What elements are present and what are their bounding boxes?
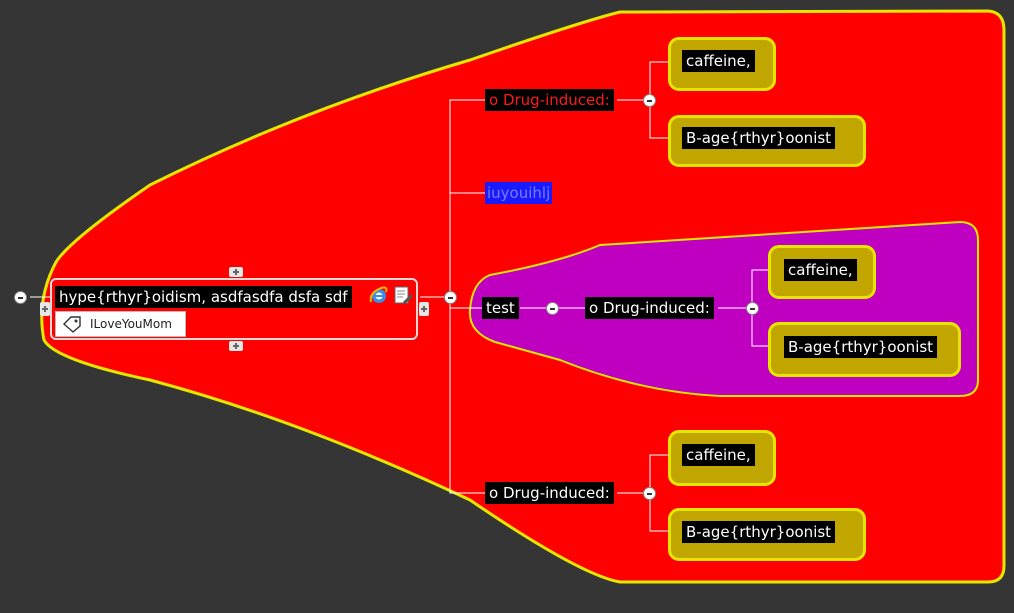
collapse-drug-1-button[interactable]: [643, 94, 656, 107]
internet-explorer-icon[interactable]: [369, 285, 389, 305]
add-topic-right-handle[interactable]: [419, 302, 429, 316]
topic-caffeine-inner[interactable]: caffeine,: [784, 259, 857, 281]
collapse-left-button[interactable]: [14, 291, 27, 304]
collapse-test-button[interactable]: [546, 302, 559, 315]
label-box[interactable]: ILoveYouMom: [55, 311, 186, 337]
topic-b-agonist-2[interactable]: B-age{rthyr}oonist: [682, 521, 836, 543]
topic-b-agonist-1[interactable]: B-age{rthyr}oonist: [682, 127, 836, 149]
topic-drug-induced-1[interactable]: o Drug-induced:: [485, 89, 614, 111]
label-text: ILoveYouMom: [90, 317, 172, 331]
topic-b-agonist-inner[interactable]: B-age{rthyr}oonist: [784, 336, 938, 358]
collapse-main-button[interactable]: [444, 291, 457, 304]
note-edit-icon[interactable]: [393, 285, 413, 305]
tag-icon: [62, 316, 81, 333]
central-topic-title[interactable]: hype{rthyr}oidism, asdfasdfa dsfa sdf: [55, 286, 352, 308]
add-topic-bottom-handle[interactable]: [229, 341, 243, 351]
topic-drug-induced-2[interactable]: o Drug-induced:: [485, 482, 614, 504]
collapse-drug-2-button[interactable]: [643, 487, 656, 500]
add-topic-top-handle[interactable]: [229, 267, 243, 277]
topic-caffeine-2[interactable]: caffeine,: [682, 444, 755, 466]
collapse-drug-inner-button[interactable]: [746, 302, 759, 315]
topic-iuyouihlj[interactable]: iuyouihlj: [485, 182, 553, 204]
topic-drug-induced-inner[interactable]: o Drug-induced:: [585, 297, 714, 319]
topic-test[interactable]: test: [482, 297, 519, 319]
add-topic-left-handle[interactable]: [40, 302, 50, 316]
topic-caffeine-1[interactable]: caffeine,: [682, 50, 755, 72]
